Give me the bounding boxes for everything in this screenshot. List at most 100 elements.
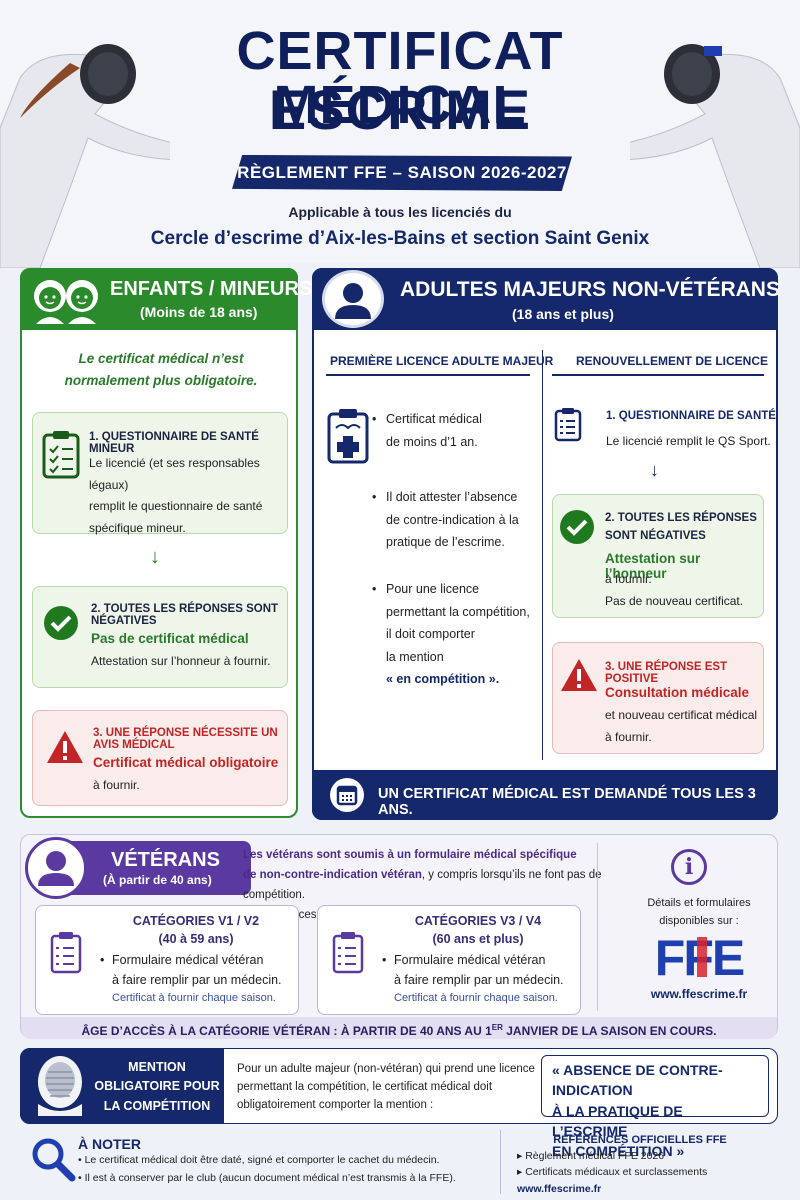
note-section: À NOTER • Le certificat médical doit êtr… [20,1130,778,1197]
enfants-step1-body-line2: remplit le questionnaire de santé [89,499,263,514]
veterans-cat2-body: • Formulaire médical vétéran à faire rem… [382,950,564,990]
adultes-col2-step2-title-line1: 2. TOUTES LES RÉPONSES [605,512,757,524]
divider [326,374,530,376]
enfants-step1-card: 1. QUESTIONNAIRE DE SANTÉ MINEUR Le lice… [32,412,288,535]
adultes-col2-step3-body-line2: à fournir. [605,729,652,744]
veterans-cat2-title: CATÉGORIES V3 / V4 [414,914,542,928]
veterans-cat2-card: CATÉGORIES V3 / V4 (60 ans et plus) • Fo… [317,905,581,1015]
adultes-col2-step1-title: 1. QUESTIONNAIRE DE SANTÉ [606,410,776,422]
mention-quote-line3: EN COMPÉTITION » [552,1143,685,1160]
veterans-age-bar: ÂGE D’ACCÈS À LA CATÉGORIE VÉTÉRAN : À P… [21,1017,777,1039]
children-icon [34,280,98,324]
veterans-age-bar-text2: JANVIER DE LA SAISON EN COURS. [502,1024,717,1038]
veterans-cat2-b2: à faire remplir par un médecin. [394,973,564,987]
adultes-col1-b2-line3: pratique de l’escrime. [386,535,505,549]
enfants-step1-body: Le licencié (et ses responsables légaux)… [89,453,287,539]
adultes-col1-bullet2: • Il doit attester l’absence de contre-i… [372,486,519,554]
enfants-step3-highlight: Certificat médical obligatoire [93,755,279,770]
adultes-col2-step3-title: 3. UNE RÉPONSE EST POSITIVE [605,661,728,685]
enfants-step3-body: à fournir. [93,778,140,792]
warning-icon [47,731,83,763]
fencing-mask-icon [38,1056,82,1116]
page-title-line2: ESCRIME [268,78,532,141]
adultes-col1-bullet3: • Pour une licence permettant la compéti… [372,578,530,691]
arrow-down-icon: ↓ [150,546,160,568]
enfants-panel: ENFANTS / MINEURS (Moins de 18 ans) Le c… [20,268,312,818]
enfants-step3-card: 3. UNE RÉPONSE NÉCESSITE UN AVIS MÉDICAL… [32,710,288,806]
enfants-step2-title: 2. TOUTES LES RÉPONSES SONT NÉGATIVES [91,603,279,627]
veterans-cat2-heading: CATÉGORIES V3 / V4 (60 ans et plus) [378,912,578,948]
adultes-footer: UN CERTIFICAT MÉDICAL EST DEMANDÉ TOUS L… [312,770,778,820]
mention-quote-line2: À LA PRATIQUE DE L’ESCRIME [552,1102,683,1139]
mention-title: MENTION OBLIGATOIRE POUR LA COMPÉTITION [92,1058,222,1116]
references-url-link[interactable]: www.ffescrime.fr [517,1182,602,1195]
clipboard-icon [332,932,364,974]
enfants-intro-line2: normalement plus obligatoire. [64,372,258,388]
note-bullet1: Le certificat médical doit être daté, si… [84,1154,440,1166]
enfants-header: ENFANTS / MINEURS (Moins de 18 ans) [20,268,312,330]
adultes-panel: ADULTES MAJEURS NON-VÉTÉRANS (18 ans et … [312,268,780,820]
adultes-col2-step3-body: et nouveau certificat médical à fournir. [605,705,757,748]
adultes-col1-b3-line2: permettant la compétition, [386,604,530,619]
fencer-right-illustration [630,44,800,268]
veterans-cat1-note: Certificat à fournir chaque saison. [112,992,276,1004]
veterans-intro-bold1: Les vétérans sont soumis à un formulaire… [243,849,577,861]
season-banner: RÈGLEMENT FFE – SAISON 2026-2027 [232,155,572,191]
ffe-url-link[interactable]: www.ffescrime.fr [650,987,748,1001]
divider [552,374,764,376]
enfants-intro-line1: Le certificat médical n’est [78,351,244,366]
info-icon: i [671,849,707,885]
adultes-col1-b1-line2: de moins d’1 an. [386,434,478,449]
veterans-intro-bold2: de non-contre-indication vétéran [243,869,422,882]
veterans-info-line2: disponibles sur : [659,914,739,927]
adultes-col2-step2-body-line2: Pas de nouveau certificat. [605,593,744,608]
adultes-col2-step2-body: à fournir. Pas de nouveau certificat. [605,569,743,612]
reference-item1[interactable]: Règlement médical FFE 2026 [525,1150,665,1162]
adultes-col2-step2-highlight: Attestation sur l’honneur [605,551,701,581]
enfants-step2-body: Attestation sur l’honneur à fournir. [91,654,271,668]
enfants-subtitle: (Moins de 18 ans) [140,304,258,320]
veterans-age-bar-sup: ER [491,1023,503,1032]
veterans-cat1-body: • Formulaire médical vétéran à faire rem… [100,950,282,990]
clipboard-icon [50,932,82,974]
page-title-line1: CERTIFICAT MÉDICAL [236,21,564,135]
veterans-cat1-card: CATÉGORIES V1 / V2 (40 à 59 ans) • Formu… [35,905,299,1015]
references-box: RÉFÉRENCES OFFICIELLES FFE ▸ Règlement m… [500,1130,778,1197]
veterans-info-line1: Détails et formulaires [647,897,751,909]
adultes-col2-step2-body-line1: à fournir. [605,572,652,586]
adultes-col2-step2-title-line2: SONT NÉGATIVES [605,530,706,543]
veterans-panel: VÉTÉRANS (À partir de 40 ans) Les vétéra… [20,834,778,1039]
enfants-step1-body-line3: spécifique mineur. [89,520,186,535]
fencer-left-illustration [0,44,170,268]
adultes-col1-b3-line3: il doit comporter [386,627,475,641]
clipboard-icon [42,431,80,479]
enfants-step1-title: 1. QUESTIONNAIRE DE SANTÉ MINEUR [89,431,259,455]
adultes-footer-text: UN CERTIFICAT MÉDICAL EST DEMANDÉ TOUS L… [378,786,756,818]
clipboard-icon [554,408,582,442]
enfants-step1-body-line1: Le licencié (et ses responsables légaux) [89,456,260,492]
veterans-cat1-title: CATÉGORIES V1 / V2 [132,914,260,928]
mention-quote-line1: « ABSENCE DE CONTRE-INDICATION [552,1062,723,1099]
adultes-col2-step1-body: Le licencié remplit le QS Sport. [606,434,771,448]
enfants-step3-title: 3. UNE RÉPONSE NÉCESSITE UN AVIS MÉDICAL [93,727,278,751]
adultes-col2-step2-card: 2. TOUTES LES RÉPONSES SONT NÉGATIVES At… [552,494,764,618]
veterans-header: VÉTÉRANS (À partir de 40 ans) [25,837,251,899]
enfants-intro: Le certificat médical n’est normalement … [32,348,290,391]
veterans-cat1-b2: à faire remplir par un médecin. [112,973,282,987]
references-list: ▸ Règlement médical FFE 2026 ▸ Certifica… [517,1148,707,1197]
header: CERTIFICAT MÉDICAL ESCRIME RÈGLEMENT FFE… [0,0,800,268]
check-circle-icon [560,510,594,544]
note-title: À NOTER [78,1136,141,1152]
adultes-col1-b3-mention: « en compétition ». [386,672,500,686]
note-body: • Le certificat médical doit être daté, … [78,1154,456,1184]
adultes-title: ADULTES MAJEURS NON-VÉTÉRANS [400,278,780,301]
adultes-col2-step3-highlight: Consultation médicale [605,685,750,700]
veterans-cat2-age: (60 ans et plus) [432,932,524,947]
ffe-logo: FFE [655,931,746,981]
adultes-col2-step3-body-line1: et nouveau certificat médical [605,708,758,722]
mention-panel: MENTION OBLIGATOIRE POUR LA COMPÉTITION … [20,1048,778,1159]
veterans-intro-rest: , y compris lorsqu’ils ne font pas de co… [243,869,602,902]
mention-header: MENTION OBLIGATOIRE POUR LA COMPÉTITION [20,1048,224,1124]
reference-item2[interactable]: Certificats médicaux et surclassements [525,1166,708,1179]
